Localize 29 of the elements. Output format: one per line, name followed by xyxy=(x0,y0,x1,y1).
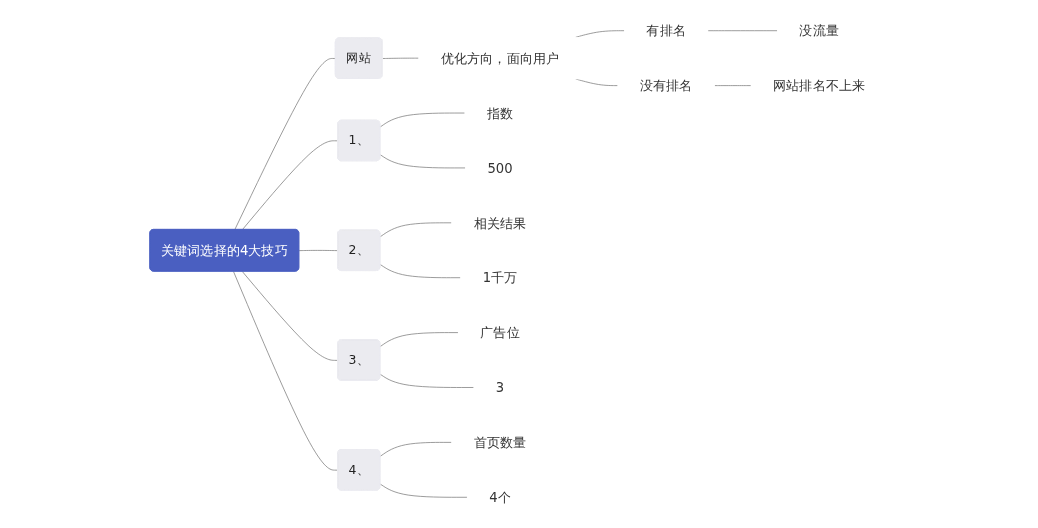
connector xyxy=(242,140,339,231)
connector xyxy=(233,271,339,471)
node-text: 没流量 xyxy=(799,23,840,39)
connector xyxy=(380,222,453,238)
node-text: 网站排名不上来 xyxy=(773,77,866,94)
node-text: 4个 xyxy=(489,489,512,505)
connector xyxy=(380,264,462,279)
connector xyxy=(234,58,337,231)
connector xyxy=(708,30,779,32)
connector xyxy=(380,483,469,498)
node-text: 500 xyxy=(487,160,514,176)
connector xyxy=(380,112,466,128)
connector xyxy=(299,250,339,251)
node-text: 优化方向，面向用户 xyxy=(441,50,560,66)
node-text: 1千万 xyxy=(483,270,518,286)
connector xyxy=(380,442,453,457)
connector xyxy=(380,154,467,169)
node-text: 广告位 xyxy=(480,324,521,341)
connector xyxy=(380,373,475,388)
connector xyxy=(714,85,752,86)
connector xyxy=(380,332,460,347)
connector xyxy=(382,57,420,59)
node-text: 有排名 xyxy=(646,23,687,39)
node-text: 相关结果 xyxy=(474,215,527,231)
node-text: 没有排名 xyxy=(640,77,693,94)
connector xyxy=(242,271,339,361)
node-text: 指数 xyxy=(487,105,514,121)
node-text: 首页数量 xyxy=(474,434,527,451)
node-text: 3 xyxy=(496,379,505,396)
